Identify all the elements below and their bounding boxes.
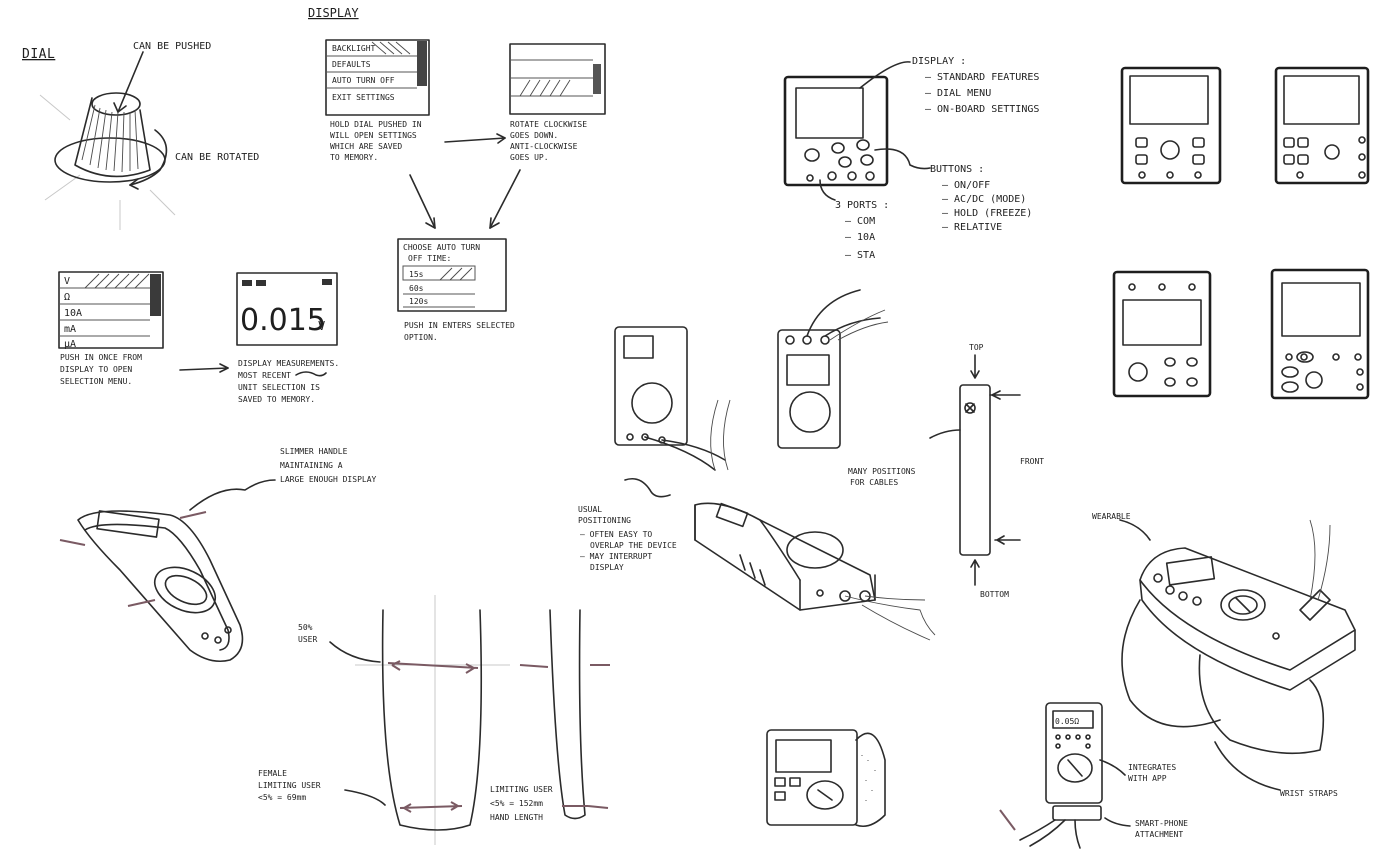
layout-display-item-3: – ON-BOARD SETTINGS — [925, 104, 1039, 115]
usual-item-2: OVERLAP THE DEVICE — [590, 541, 677, 550]
menu-exit-settings: EXIT SETTINGS — [332, 93, 395, 102]
push-once-note-1: PUSH IN ONCE FROM — [60, 353, 142, 362]
usual-title-2: POSITIONING — [578, 516, 631, 525]
unit-10a: 10A — [64, 308, 82, 319]
dial-sketch: DIAL CAN BE PUSHED CAN BE ROTATED — [22, 41, 259, 230]
app-note-1: INTEGRATES — [1128, 763, 1176, 772]
unit-ma: mA — [64, 324, 76, 335]
positions-note-2: FOR CABLES — [850, 478, 898, 487]
menu-auto-turn-off: AUTO TURN OFF — [332, 76, 395, 85]
hold-note-3: WHICH ARE SAVED — [330, 142, 402, 151]
menu-defaults: DEFAULTS — [332, 60, 371, 69]
measure-note-4: SAVED TO MEMORY. — [238, 395, 315, 404]
auto-off-option-120s: 120s — [409, 297, 428, 306]
layout-buttons-item-3: – HOLD (FREEZE) — [942, 208, 1032, 219]
rotate-note-3: ANTI-CLOCKWISE — [510, 142, 578, 151]
measure-note-1: DISPLAY MEASUREMENTS. — [238, 359, 339, 368]
phone-note-1: SMART-PHONE — [1135, 819, 1188, 828]
device-variants — [1112, 66, 1370, 400]
dial-pushed-label: CAN BE PUSHED — [133, 41, 211, 52]
wrist-label: WRIST STRAPS — [1280, 789, 1338, 798]
reading-unit: V — [318, 319, 325, 333]
dial-rotated-label: CAN BE ROTATED — [175, 152, 259, 163]
reading-value: 0.015 — [240, 303, 326, 338]
layout-buttons-title: BUTTONS : — [930, 164, 984, 175]
handle-note-2: MAINTAINING A — [280, 461, 343, 470]
wearable-label: WEARABLE — [1092, 512, 1131, 521]
unit-v: V — [64, 276, 70, 287]
ergo-50-line-1: 50% — [298, 623, 313, 632]
cable-front-label: FRONT — [1020, 457, 1044, 466]
hold-note-1: HOLD DIAL PUSHED IN — [330, 120, 422, 129]
positions-note-1: MANY POSITIONS — [848, 467, 916, 476]
hold-note-4: TO MEMORY. — [330, 153, 378, 162]
ergo-limiting-2: <5% = 152mm — [490, 799, 543, 808]
layout-port-10a: – 10A — [845, 232, 875, 243]
rotate-note-2: GOES DOWN. — [510, 131, 558, 140]
ergo-limiting-3: HAND LENGTH — [490, 813, 543, 822]
cable-studies: USUAL POSITIONING – OFTEN EASY TO OVERLA… — [578, 289, 1044, 641]
menu-backlight: BACKLIGHT — [332, 44, 376, 53]
auto-off-option-15s: 15s — [409, 270, 424, 279]
push-select-note-2: OPTION. — [404, 333, 438, 342]
hold-note-2: WILL OPEN SETTINGS — [330, 131, 417, 140]
cable-top-label: TOP — [969, 343, 984, 352]
layout-display-item-1: – STANDARD FEATURES — [925, 72, 1039, 83]
layout-display-title: DISPLAY : — [912, 56, 966, 67]
usual-item-3: – MAY INTERRUPT — [580, 552, 652, 561]
cable-bottom-label: BOTTOM — [980, 590, 1009, 599]
handle-note-1: SLIMMER HANDLE — [280, 447, 348, 456]
layout-concept: DISPLAY : – STANDARD FEATURES – DIAL MEN… — [783, 56, 1039, 261]
push-once-note-2: DISPLAY TO OPEN — [60, 365, 132, 374]
app-note-2: WITH APP — [1128, 774, 1167, 783]
dial-title: DIAL — [22, 47, 55, 62]
ergo-female-3: <5% = 69mm — [258, 793, 306, 802]
push-once-note-3: SELECTION MENU. — [60, 377, 132, 386]
ergo-female-2: LIMITING USER — [258, 781, 321, 790]
auto-off-option-60s: 60s — [409, 284, 424, 293]
layout-port-com: – COM — [845, 216, 875, 227]
rotate-note-4: GOES UP. — [510, 153, 549, 162]
handle-note-3: LARGE ENOUGH DISPLAY — [280, 475, 377, 484]
layout-buttons-item-2: – AC/DC (MODE) — [942, 194, 1026, 205]
usual-item-4: DISPLAY — [590, 563, 624, 572]
unit-ohm: Ω — [64, 292, 70, 303]
layout-buttons-item-4: – RELATIVE — [942, 222, 1002, 233]
ergo-limiting-1: LIMITING USER — [490, 785, 553, 794]
ergo-female-1: FEMALE — [258, 769, 287, 778]
usual-title-1: USUAL — [578, 505, 602, 514]
display-section-title: DISPLAY — [308, 6, 359, 20]
layout-ports-title: 3 PORTS : — [835, 200, 889, 211]
usual-item-1: – OFTEN EASY TO — [580, 530, 652, 539]
layout-buttons-item-1: – ON/OFF — [942, 180, 990, 191]
layout-port-sta: – STA — [845, 250, 875, 261]
measure-note-2: MOST RECENT — [238, 371, 291, 380]
extra-concepts: 0.05Ω INTEGRATES WITH APP SMART-PHONE AT… — [766, 512, 1356, 849]
phone-reading: 0.05Ω — [1055, 717, 1079, 726]
ergo-50-line-2: USER — [298, 635, 317, 644]
push-select-note-1: PUSH IN ENTERS SELECTED — [404, 321, 515, 330]
unit-ua: μA — [64, 339, 76, 350]
phone-note-2: ATTACHMENT — [1135, 830, 1183, 839]
measure-note-3: UNIT SELECTION IS — [238, 383, 320, 392]
auto-off-title-2: OFF TIME: — [408, 254, 451, 263]
handle-concept: SLIMMER HANDLE MAINTAINING A LARGE ENOUG… — [59, 447, 377, 663]
ergonomics-sketch: 50% USER FEMALE LIMITING USER <5% = 69mm… — [258, 595, 610, 845]
settings-flow: DISPLAY BACKLIGHT DEFAULTS AUTO TURN OFF… — [58, 6, 606, 404]
auto-off-title-1: CHOOSE AUTO TURN — [403, 243, 480, 252]
rotate-note-1: ROTATE CLOCKWISE — [510, 120, 587, 129]
layout-display-item-2: – DIAL MENU — [925, 88, 991, 99]
